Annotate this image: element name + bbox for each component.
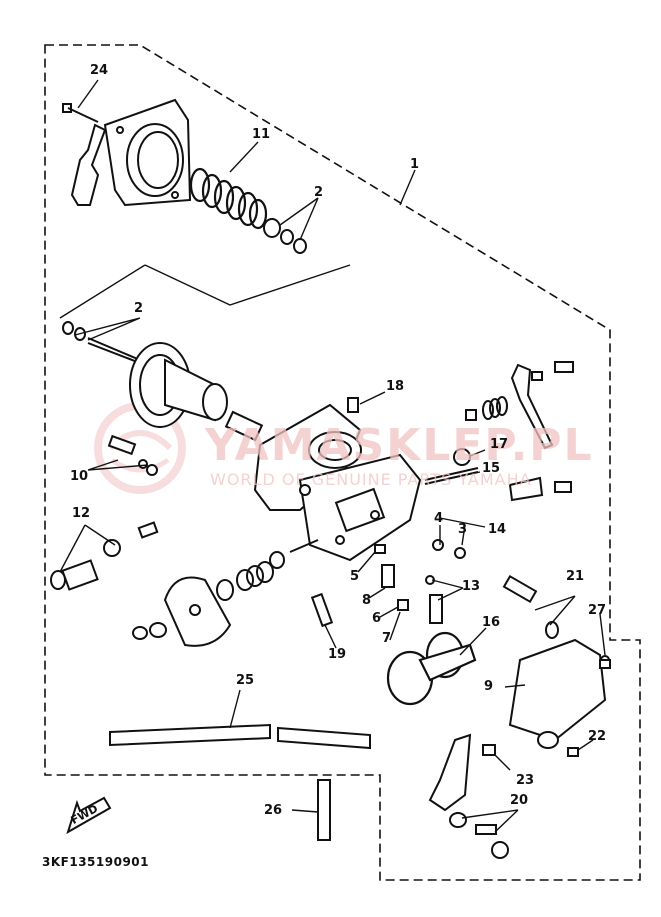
starter-plunger-part — [50, 521, 159, 591]
callout-label: 27 — [588, 603, 607, 618]
accelerator-pump-part — [502, 574, 559, 639]
callout-label: 24 — [90, 63, 109, 78]
top-cover-part — [103, 98, 192, 207]
callout-label: 10 — [70, 469, 89, 484]
washer-part — [263, 218, 307, 254]
callout-label: 19 — [328, 647, 347, 662]
callout-label: 14 — [488, 522, 507, 537]
watermark-tagline: WORLD OF GENUINE PARTS YAMAHA — [210, 470, 532, 489]
callout-label: 20 — [510, 793, 529, 808]
callout-label: 16 — [482, 615, 501, 630]
float-chamber-cover-part — [132, 576, 232, 647]
callout-label: 8 — [362, 593, 372, 608]
linkage-part — [508, 361, 574, 502]
callout-label: 22 — [588, 729, 607, 744]
spring-part — [216, 539, 319, 601]
forward-arrow-icon — [66, 796, 112, 835]
needle-part — [62, 321, 141, 364]
leader-lines — [59, 79, 606, 833]
watermark-brand: YAMASKLEP.PL — [205, 420, 594, 471]
cap-part — [347, 397, 359, 413]
leader-line — [144, 264, 351, 306]
callout-label: 2 — [134, 301, 144, 316]
callout-label: 23 — [516, 773, 535, 788]
callout-label: 4 — [434, 511, 444, 526]
callout-label: 12 — [72, 506, 91, 521]
lever-part — [428, 733, 496, 812]
bracket-part — [62, 103, 107, 206]
assembly-boundary — [44, 44, 641, 881]
leader-line — [59, 264, 146, 319]
callout-label: 21 — [566, 569, 585, 584]
strap-part — [317, 779, 331, 841]
screw-part — [567, 747, 579, 757]
hose-part — [109, 723, 371, 750]
callout-label: 9 — [484, 679, 494, 694]
carburetor-body-part — [253, 403, 422, 562]
float-part — [386, 631, 477, 706]
callout-label: 25 — [236, 673, 255, 688]
callout-label: 13 — [462, 579, 481, 594]
callout-label: 3 — [458, 522, 468, 537]
diaphragm-piston-part — [129, 342, 228, 428]
spring-part — [465, 396, 508, 421]
callout-label: 7 — [382, 631, 392, 646]
callout-label: 5 — [350, 569, 360, 584]
callout-label: 6 — [372, 611, 382, 626]
float-chamber-part — [508, 638, 610, 749]
drawing-code: 3KF135190901 — [42, 855, 149, 869]
callout-label: 17 — [490, 437, 509, 452]
callout-label: 2 — [314, 185, 324, 200]
spring-part — [189, 167, 268, 230]
callout-label: 18 — [386, 379, 405, 394]
jet-part — [224, 410, 264, 442]
callout-label: 26 — [264, 803, 283, 818]
callout-label: 1 — [410, 157, 420, 172]
screw-part — [449, 812, 509, 859]
main-jet-part — [310, 592, 334, 628]
callout-label: 15 — [482, 461, 501, 476]
small-jet-part — [374, 539, 466, 624]
screw-part — [599, 659, 611, 669]
callout-label: 11 — [252, 127, 271, 142]
